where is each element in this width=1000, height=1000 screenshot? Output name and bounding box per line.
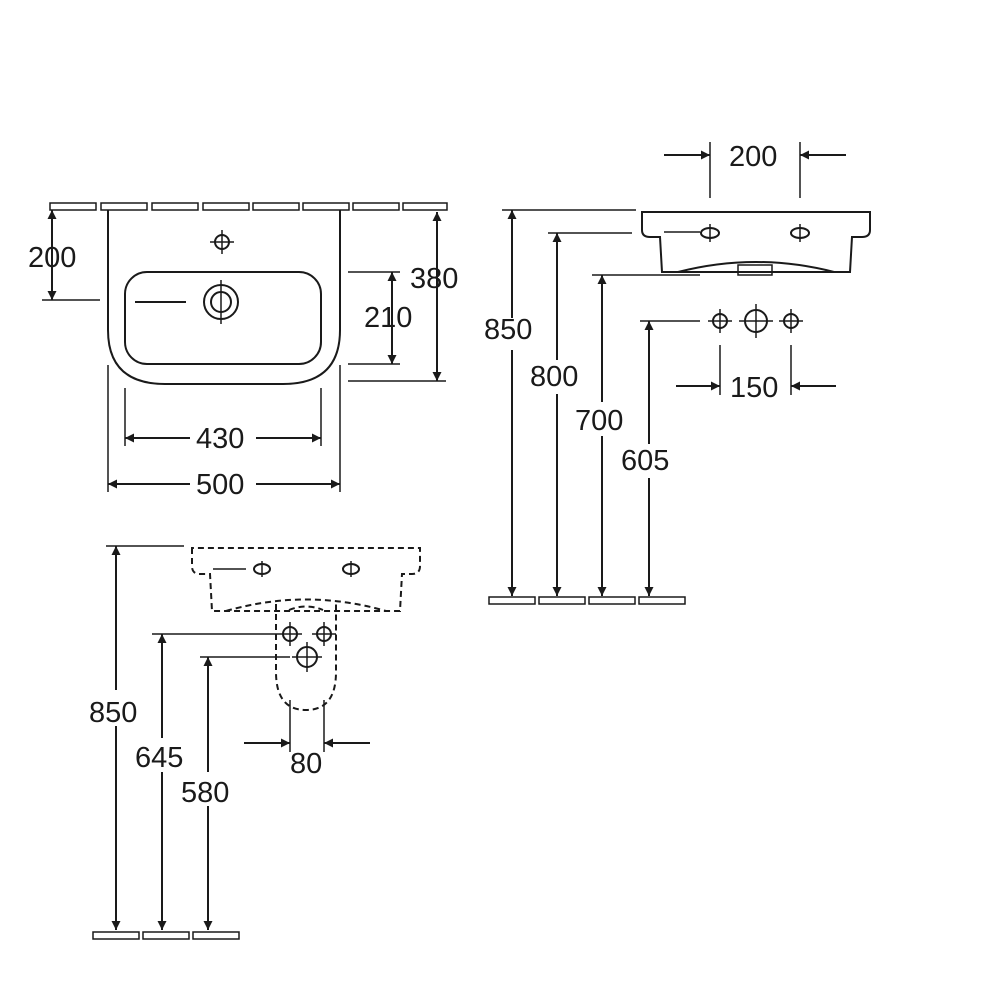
top-view: 200 380 210 430 500 [28, 202, 458, 501]
pedestal-view: 80 850 645 580 [89, 545, 421, 940]
supply-connection-icon [312, 622, 336, 646]
dim-overall-width: 500 [196, 469, 244, 501]
dim-bottom-height: 700 [575, 405, 623, 437]
waste-outlet-icon [135, 280, 239, 324]
floor-tiles [92, 931, 240, 940]
dim-pedestal-supply-spacing: 80 [290, 748, 322, 780]
dim-pedestal-rim-height: 850 [89, 697, 137, 729]
tap-hole-icon [210, 230, 234, 254]
basin-outline [107, 210, 341, 385]
pedestal-dashed-outline [275, 604, 337, 712]
supply-connection-icon [278, 622, 302, 646]
dim-bowl-width: 430 [196, 423, 244, 455]
dim-waste-height: 800 [530, 361, 578, 393]
waste-connection-icon [292, 642, 322, 672]
dim-pedestal-waste-height: 580 [181, 777, 229, 809]
supply-connection-icon [779, 309, 803, 333]
basin-dashed-outline [191, 547, 421, 612]
basin-front-outline [641, 211, 871, 273]
dim-depth: 380 [410, 263, 458, 295]
waste-connection-icon [739, 304, 773, 338]
side-view: 200 [484, 141, 871, 605]
dim-bowl-depth: 210 [364, 302, 412, 334]
tap-hole-icon [253, 561, 271, 577]
tap-hole-icon [342, 561, 360, 577]
bowl-outline [124, 271, 322, 365]
tap-hole-icon [790, 224, 810, 242]
dim-supply-spacing: 150 [730, 372, 778, 404]
supply-connection-icon [708, 309, 732, 333]
dim-tap-hole-spacing: 200 [729, 141, 777, 173]
dim-supply-height: 605 [621, 445, 669, 477]
dim-rim-height: 850 [484, 314, 532, 346]
floor-tiles [488, 596, 686, 605]
dim-tap-offset: 200 [28, 242, 76, 274]
dim-pedestal-supply-height: 645 [135, 742, 183, 774]
wall-tiles [49, 202, 448, 211]
tap-hole-icon [700, 224, 720, 242]
